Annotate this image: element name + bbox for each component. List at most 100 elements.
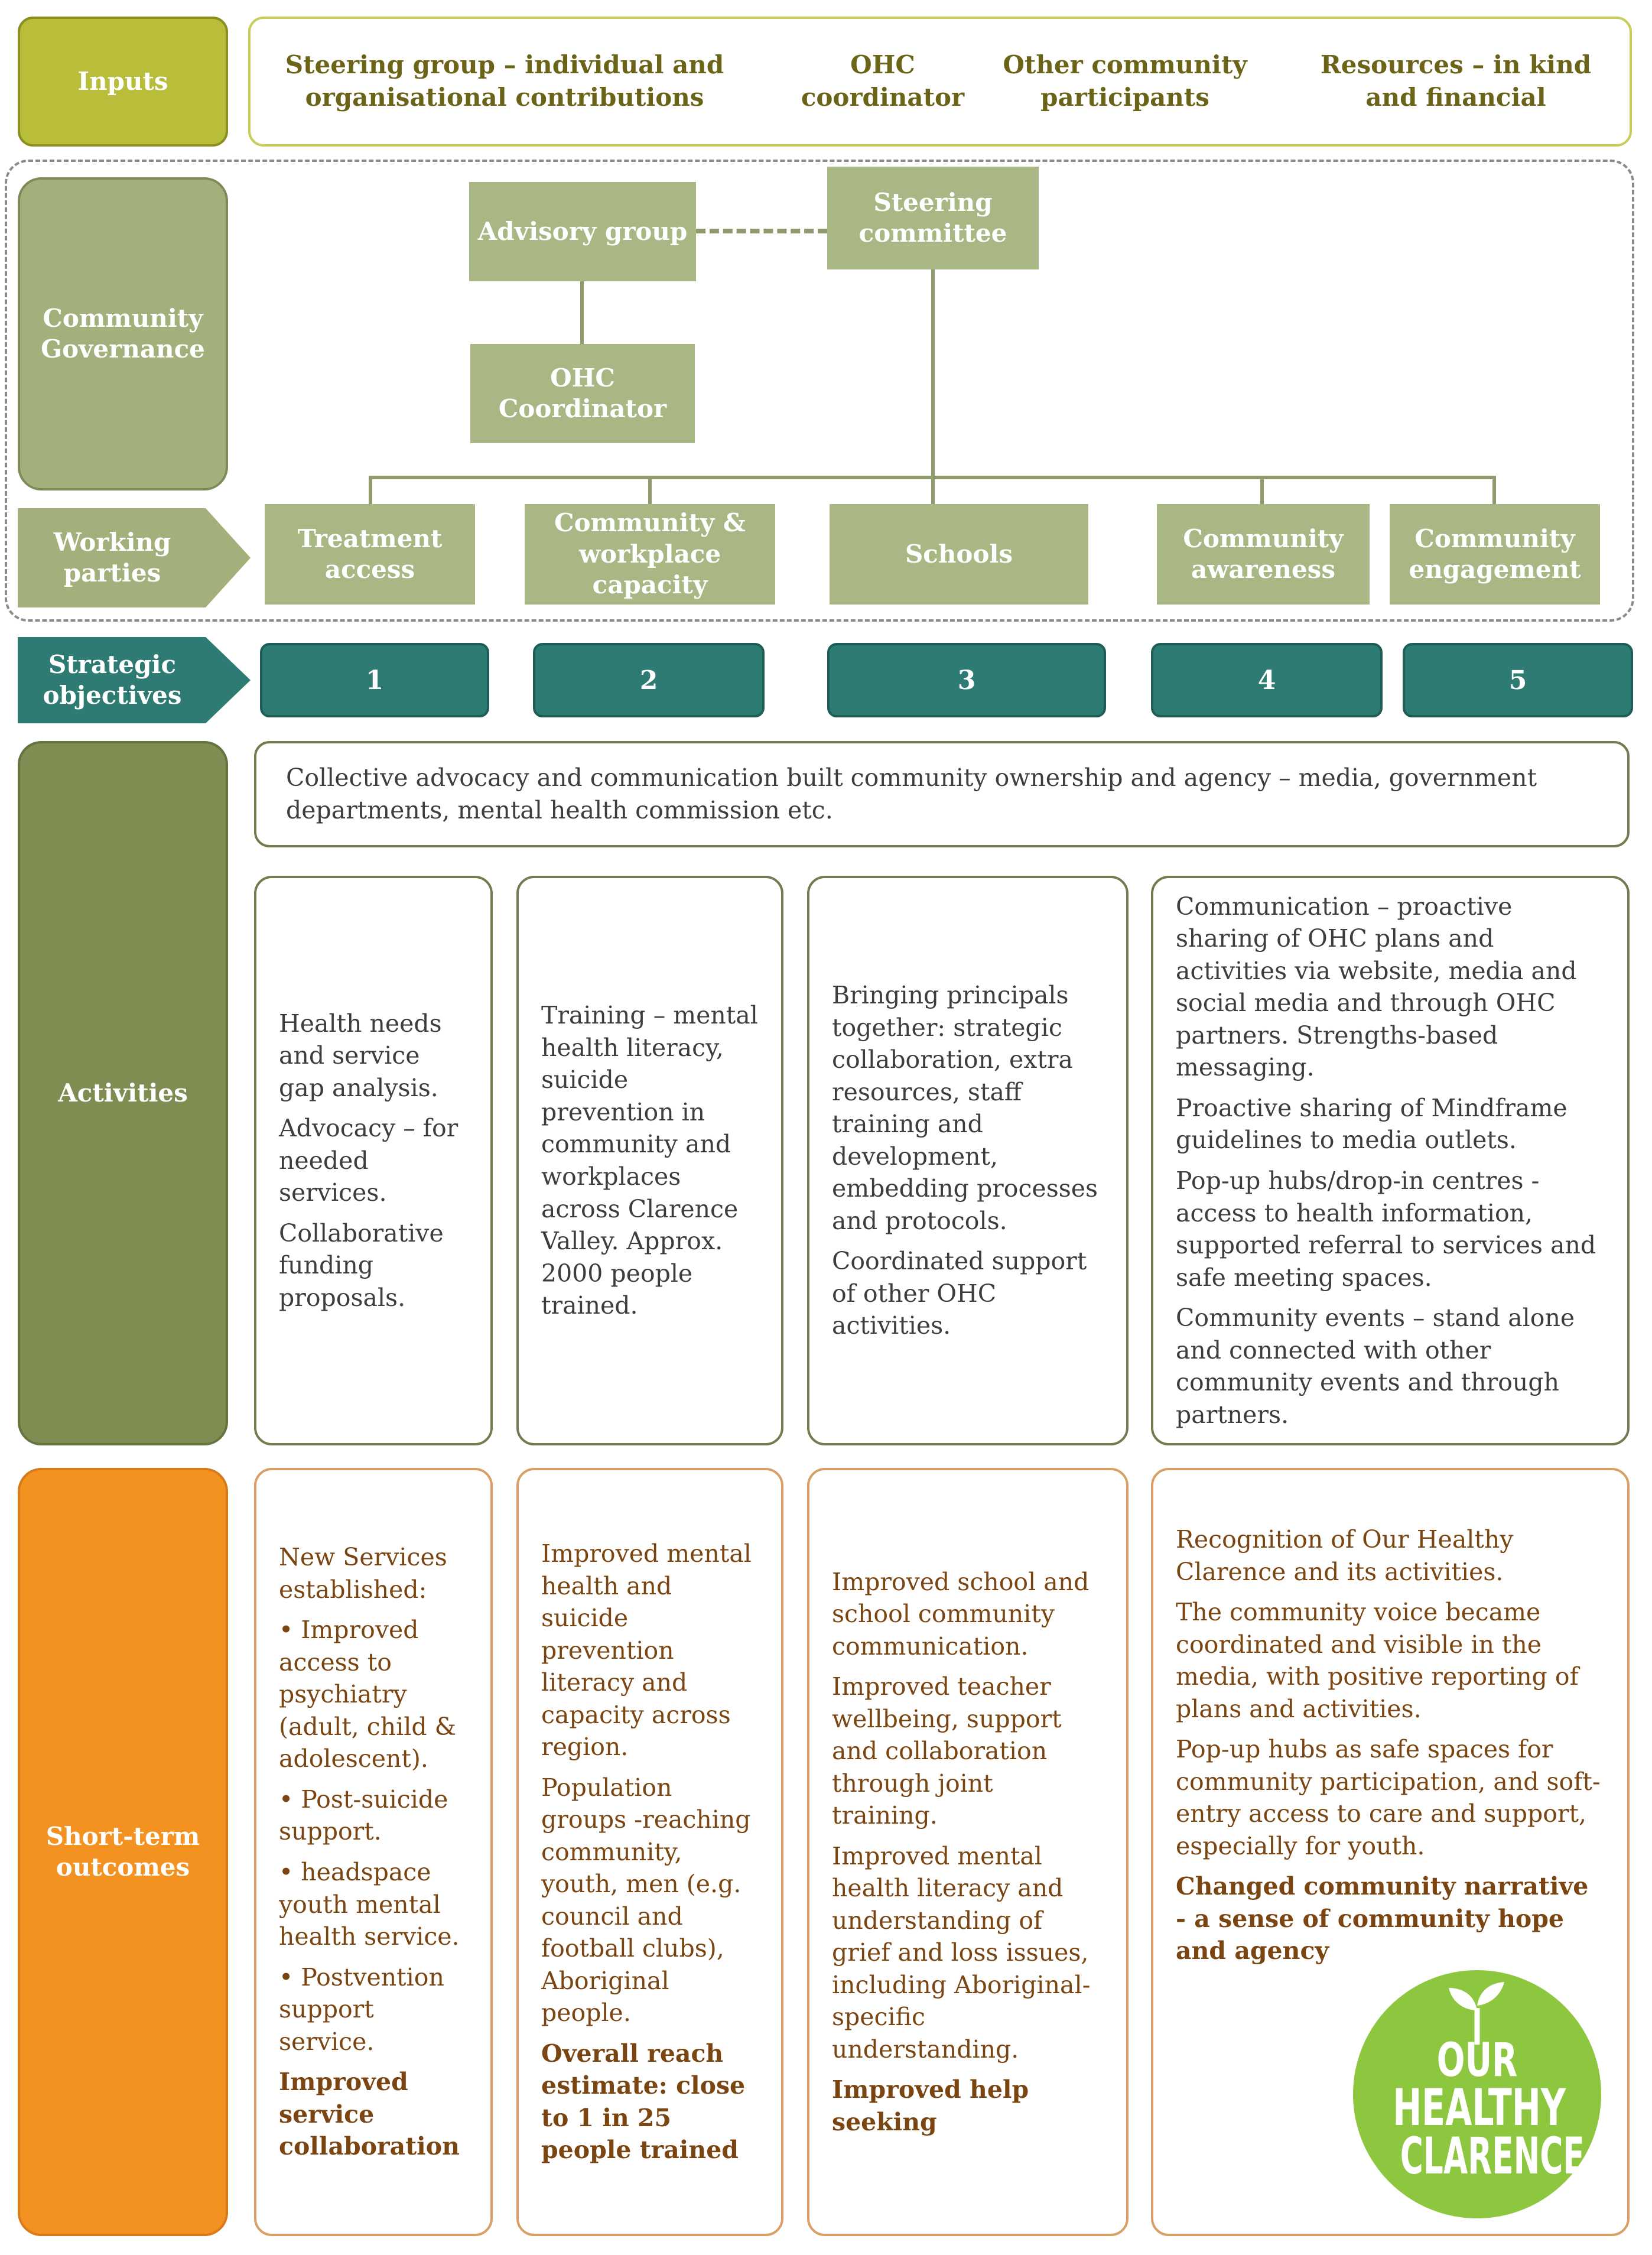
community-governance-label-text: Community Governance [41,303,205,364]
outcomes-col-1: New Services established: • Improved acc… [254,1468,493,2236]
activities-label: Activities [18,741,228,1445]
objective-5: 5 [1403,643,1633,717]
activity-advocacy: Advocacy – for needed services. [279,1114,458,1207]
wp-drop-2 [648,476,652,504]
sprout-icon [1449,1982,1504,2045]
outcomes-col-4: Recognition of Our Healthy Clarence and … [1151,1468,1630,2236]
input-ohc-coordinator-text: OHC coordinator [801,50,965,112]
strategic-objectives-arrow [18,637,251,723]
outcomes-label: Short-term outcomes [18,1468,228,2236]
wp-schools: Schools [830,504,1088,605]
logo-line-1: OUR [1436,2034,1518,2087]
activity-community-events: Community events – stand alone and conne… [1176,1304,1575,1429]
objective-3: 3 [827,643,1106,717]
outcome-literacy: Improved mental health and suicide preve… [541,1539,752,1762]
objective-1: 1 [260,643,489,717]
objective-1-text: 1 [365,665,384,696]
wp-community-workplace-capacity-text: Community & workplace capacity [554,508,746,600]
wp-community-awareness: Community awareness [1157,504,1370,605]
advisory-group-text: Advisory group [477,216,688,246]
objective-3-text: 3 [957,665,976,696]
outcome-psychiatry: • Improved access to psychiatry (adult, … [279,1616,457,1773]
activity-needs-analysis: Health needs and service gap analysis. [279,1009,442,1102]
working-parties-label: Working parties [18,508,207,607]
outcomes-col-2: Improved mental health and suicide preve… [516,1468,783,2236]
outcome-population-groups: Population groups -reaching community, y… [541,1773,751,2027]
outcomes-col-3: Improved school and school community com… [807,1468,1129,2236]
outcome-teacher-wellbeing: Improved teacher wellbeing, support and … [832,1672,1062,1830]
input-ohc-coordinator: OHC coordinator [765,19,1001,144]
governance-container [5,160,1634,622]
input-steering-group-text: Steering group – individual and organisa… [285,50,724,112]
inputs-label: Inputs [18,17,228,147]
objective-2: 2 [533,643,765,717]
outcome-service-collaboration: Improved service collaboration [279,2068,460,2161]
outcome-safe-spaces: Pop-up hubs as safe spaces for community… [1176,1735,1601,1860]
activity-popup-hubs: Pop-up hubs/drop-in centres - access to … [1176,1167,1596,1292]
working-parties-arrow [18,508,251,607]
input-steering-group: Steering group – individual and organisa… [274,19,735,144]
ohc-coordinator-text: OHC Coordinator [498,363,667,424]
outcome-school-communication: Improved school and school community com… [832,1567,1090,1661]
steering-committee-box: Steering committee [827,167,1039,269]
input-resources-text: Resources – in kind and financial [1320,50,1592,112]
activities-collective-text: Collective advocacy and communication bu… [286,763,1537,824]
strategic-objectives-label: Strategic objectives [18,637,207,723]
activity-coordinated-support: Coordinated support of other OHC activit… [832,1247,1087,1340]
outcome-postvention: • Postvention support service. [279,1962,444,2056]
input-other-participants: Other community participants [1001,19,1249,144]
strategic-objectives-label-text: Strategic objectives [43,649,182,710]
community-governance-label: Community Governance [18,177,228,490]
outcomes-label-text: Short-term outcomes [45,1821,200,1882]
activities-col-1: Health needs and service gap analysis. A… [254,876,493,1445]
objective-2-text: 2 [639,665,658,696]
activities-col-4: Communication – proactive sharing of OHC… [1151,876,1630,1445]
input-other-participants-text: Other community participants [1003,50,1247,112]
activity-principals: Bringing principals together: strategic … [832,981,1098,1235]
wp-treatment-access: Treatment access [265,504,475,605]
wp-community-workplace-capacity: Community & workplace capacity [525,504,775,605]
advisory-group-box: Advisory group [469,182,696,281]
outcome-community-voice: The community voice became coordinated a… [1176,1598,1579,1723]
working-parties-label-text: Working parties [53,527,171,588]
input-resources: Resources – in kind and financial [1302,19,1609,144]
outcome-new-services: New Services established: [279,1543,447,1604]
activity-communication: Communication – proactive sharing of OHC… [1176,892,1577,1082]
wp-community-engagement-text: Community engagement [1409,524,1581,584]
outcome-headspace: • headspace youth mental health service. [279,1858,460,1951]
outcome-community-narrative: Changed community narrative - a sense of… [1176,1872,1589,1965]
inputs-box: Steering group – individual and organisa… [248,17,1632,147]
wp-schools-text: Schools [905,539,1013,568]
wp-community-engagement: Community engagement [1390,504,1600,605]
logo-line-3: CLARENCE [1400,2127,1585,2186]
activities-col-2: Training – mental health literacy, suici… [516,876,783,1445]
wp-treatment-access-text: Treatment access [297,524,443,584]
inputs-label-text: Inputs [77,66,168,96]
activities-collective-box: Collective advocacy and communication bu… [254,741,1630,847]
wp-drop-3 [931,476,935,504]
wp-community-awareness-text: Community awareness [1183,524,1344,584]
outcome-post-suicide: • Post-suicide support. [279,1785,448,1846]
activity-training: Training – mental health literacy, suici… [541,1001,758,1320]
ohc-coordinator-box: OHC Coordinator [470,344,695,443]
activity-funding-proposals: Collaborative funding proposals. [279,1219,444,1312]
our-healthy-clarence-logo: OUR HEALTHY CLARENCE [1353,1970,1601,2218]
objective-5-text: 5 [1508,665,1527,696]
advisory-steering-connector [696,229,827,233]
outcome-recognition: Recognition of Our Healthy Clarence and … [1176,1525,1514,1586]
activities-label-text: Activities [58,1078,188,1107]
outcome-reach-estimate: Overall reach estimate: close to 1 in 25… [541,2039,746,2165]
activities-col-3: Bringing principals together: strategic … [807,876,1129,1445]
wp-drop-4 [1260,476,1264,504]
objective-4: 4 [1151,643,1383,717]
steering-committee-text: Steering committee [858,187,1007,248]
logo-line-2: HEALTHY [1393,2078,1566,2137]
objective-4-text: 4 [1257,665,1276,696]
wp-drop-5 [1492,476,1496,504]
outcome-grief-loss: Improved mental health literacy and unde… [832,1841,1091,2064]
wp-drop-1 [369,476,372,504]
activity-mindframe: Proactive sharing of Mindframe guideline… [1176,1093,1568,1155]
steering-vertical-connector [931,269,935,477]
outcome-help-seeking: Improved help seeking [832,2075,1029,2136]
advisory-coordinator-connector [580,281,584,344]
